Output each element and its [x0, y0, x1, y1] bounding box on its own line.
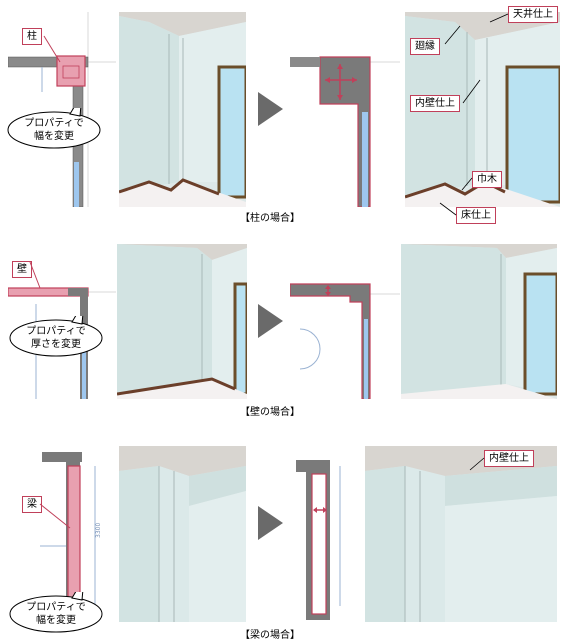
- column-leader-line: [43, 35, 61, 63]
- plan-wall-after: [290, 244, 400, 399]
- room-view-wall-before: [117, 244, 247, 399]
- floor-finish-label: 床仕上: [456, 207, 496, 224]
- property-bubble-2: プロパティで 厚さを変更: [8, 316, 104, 358]
- baseboard-label: 巾木: [472, 171, 502, 188]
- column-label: 柱: [22, 28, 42, 45]
- plan-beam-after: [290, 446, 364, 622]
- bubble-1-line1: プロパティで: [24, 118, 84, 129]
- next-arrow-3: [258, 506, 283, 540]
- bubble-1-line2: 幅を変更: [34, 131, 74, 142]
- bubble-2-line1: プロパティで: [26, 326, 86, 337]
- property-bubble-1: プロパティで 幅を変更: [6, 108, 102, 150]
- next-arrow-1: [258, 92, 283, 126]
- room-view-beam-before: [119, 446, 246, 622]
- property-bubble-3: プロパティで 幅を変更: [8, 592, 104, 634]
- wall-label: 壁: [12, 261, 32, 278]
- ceiling-finish-label: 天井仕上: [508, 6, 558, 23]
- caption-wall: 【壁の場合】: [240, 407, 300, 418]
- caption-beam: 【梁の場合】: [240, 630, 300, 641]
- wall-leader-line: [29, 261, 41, 289]
- room-view-wall-after: [401, 244, 557, 399]
- next-arrow-2: [258, 304, 283, 338]
- beam-inner-wall-finish-label: 内壁仕上: [484, 450, 534, 467]
- molding-label: 廻縁: [410, 38, 440, 55]
- plan-column-after: [290, 12, 400, 207]
- room-view-beam-after: [365, 446, 557, 622]
- caption-column: 【柱の場合】: [240, 213, 300, 224]
- beam-leader-line: [39, 503, 71, 529]
- beam-dimension-text: 3300: [95, 523, 102, 538]
- bubble-3-line2: 幅を変更: [36, 615, 76, 626]
- inner-wall-finish-label: 内壁仕上: [410, 95, 460, 112]
- beam-finish-leader-line: [469, 457, 485, 471]
- bubble-2-line2: 厚さを変更: [31, 339, 81, 350]
- room-view-column-before: [119, 12, 246, 207]
- bubble-3-line1: プロパティで: [26, 602, 86, 613]
- finish-leader-lines: [439, 13, 509, 216]
- beam-label: 梁: [22, 496, 42, 513]
